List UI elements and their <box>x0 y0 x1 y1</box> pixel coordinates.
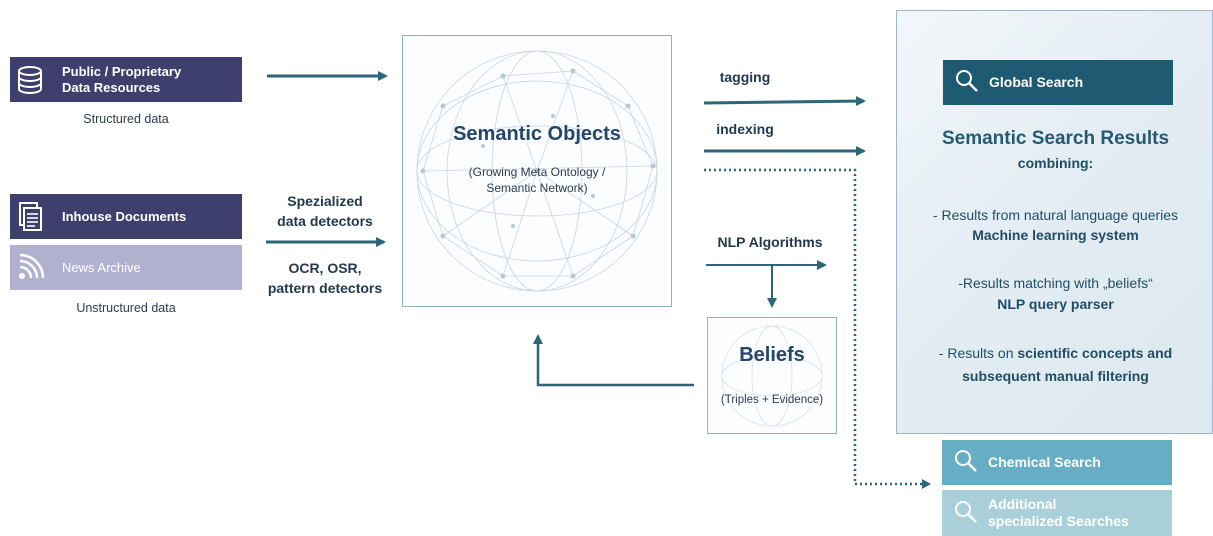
detectors-line3: OCR, OSR, <box>288 260 362 276</box>
subtitle-line2: Semantic Network) <box>486 181 588 195</box>
news-archive-box: News Archive <box>10 245 242 290</box>
detectors-line1: Spezialized <box>287 193 363 209</box>
rss-icon <box>10 245 50 290</box>
results-title: Semantic Search Results <box>941 128 1170 149</box>
nlp-algorithms-label: NLP Algorithms <box>717 234 823 250</box>
search-icon <box>954 449 978 476</box>
results-item3-line1: - Results on scientific concepts and <box>897 344 1212 363</box>
news-label: News Archive <box>62 259 141 275</box>
database-icon <box>10 57 50 102</box>
tagging-label: tagging <box>719 69 771 85</box>
detectors-label: Spezialized data detectors <box>255 191 395 231</box>
dotted-connector-chemical <box>704 168 928 486</box>
network-sphere-graphic <box>416 50 658 292</box>
results-item1-line2: Machine learning system <box>972 227 1139 243</box>
public-label-line1: Public / Proprietary <box>62 63 182 79</box>
results-item3-bold: scientific concepts and <box>1017 345 1173 361</box>
arrowhead-chemical <box>922 479 931 489</box>
semantic-objects-title: Semantic Objects <box>453 123 621 145</box>
results-item2-line1: -Results matching with „beliefs“ <box>958 275 1153 291</box>
arrow-tagging <box>703 96 866 107</box>
detectors-line2: data detectors <box>277 213 373 229</box>
arrow-beliefs-to-objects <box>533 334 694 387</box>
additional-label-line2: specialized Searches <box>988 513 1129 529</box>
beliefs-box: Beliefs (Triples + Evidence) <box>707 317 837 434</box>
search-icon <box>954 500 978 527</box>
public-data-resources-box: Public / Proprietary Data Resources <box>10 57 242 102</box>
search-icon <box>955 69 979 96</box>
inhouse-label: Inhouse Documents <box>62 208 187 224</box>
results-item1-line1: - Results from natural language queries <box>932 207 1179 223</box>
semantic-search-results-panel: Global Search Semantic Search Results co… <box>896 10 1213 434</box>
unstructured-data-caption: Unstructured data <box>76 301 176 315</box>
structured-data-caption: Structured data <box>83 112 169 126</box>
additional-label-line1: Additional <box>988 496 1057 512</box>
public-label-line2: Data Resources <box>62 79 161 95</box>
beliefs-title: Beliefs <box>739 344 805 366</box>
semantic-objects-subtitle: (Growing Meta Ontology / Semantic Networ… <box>403 164 671 196</box>
results-combining: combining: <box>1017 155 1094 171</box>
indexing-label: indexing <box>716 121 774 137</box>
chemical-search-button[interactable]: Chemical Search <box>942 440 1172 485</box>
document-icon <box>10 194 50 239</box>
additional-searches-button[interactable]: Additional specialized Searches <box>942 490 1172 536</box>
chemical-search-label: Chemical Search <box>988 454 1101 470</box>
ocr-label: OCR, OSR, pattern detectors <box>250 258 400 298</box>
subtitle-line1: (Growing Meta Ontology / <box>468 165 606 179</box>
beliefs-subtitle: (Triples + Evidence) <box>720 394 824 406</box>
global-search-button[interactable]: Global Search <box>943 60 1173 105</box>
inhouse-documents-box: Inhouse Documents <box>10 194 242 239</box>
results-item3-line2: subsequent manual filtering <box>962 368 1149 384</box>
results-item3-prefix: - Results on <box>938 345 1018 361</box>
beliefs-network-graphic <box>721 325 823 427</box>
global-search-label: Global Search <box>989 74 1084 90</box>
detectors-line4: pattern detectors <box>267 280 383 296</box>
results-item2-line2: NLP query parser <box>997 296 1114 312</box>
semantic-objects-box: Semantic Objects (Growing Meta Ontology … <box>402 35 672 307</box>
